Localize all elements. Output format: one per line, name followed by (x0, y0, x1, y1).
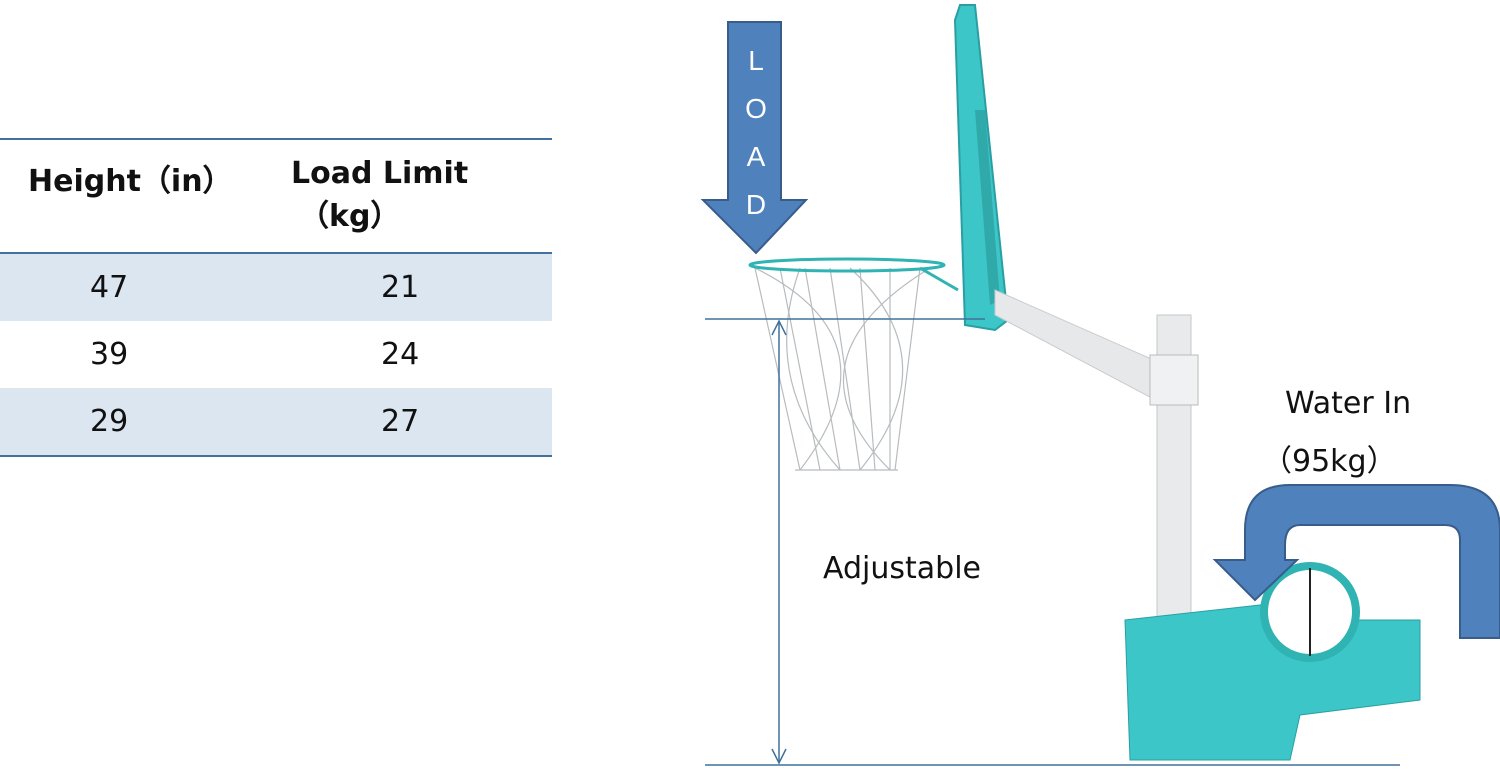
load-letter: L (748, 45, 764, 76)
water-in-label: Water In (1285, 386, 1412, 421)
load-limit-table: Height（in） Load Limit （kg） 47 21 39 24 29… (0, 138, 552, 457)
header-load-main: Load Limit (291, 156, 469, 191)
net (754, 267, 931, 471)
header-height: Height（in） (28, 164, 233, 199)
load-letter: A (747, 141, 766, 172)
table-header: Height（in） Load Limit （kg） (0, 139, 552, 253)
header-load-unit: （kg） (299, 199, 401, 234)
backboard-brace (975, 110, 1000, 305)
table-row: 39 24 (0, 321, 552, 388)
height-cell: 47 (90, 270, 129, 305)
water-in-arrow (1212, 484, 1500, 639)
load-letter: D (746, 189, 766, 220)
rim-bracket (919, 266, 959, 292)
height-cell: 39 (90, 337, 129, 372)
load-arrow (700, 21, 809, 255)
pole-clamp (1149, 354, 1199, 406)
load-cell: 24 (381, 337, 420, 372)
table-row: 29 27 (0, 388, 552, 456)
height-dimension (705, 318, 1400, 766)
arm-pole (994, 289, 1166, 406)
load-cell: 27 (381, 404, 420, 439)
load-letter: O (745, 93, 767, 124)
load-cell: 21 (381, 270, 420, 305)
height-cell: 29 (90, 404, 129, 439)
table-row: 47 21 (0, 253, 552, 321)
adjustable-label: Adjustable (823, 551, 981, 586)
water-weight-label: （95kg） (1262, 444, 1397, 479)
header-load-limit: Load Limit （kg） (291, 139, 552, 253)
rim (748, 257, 946, 273)
